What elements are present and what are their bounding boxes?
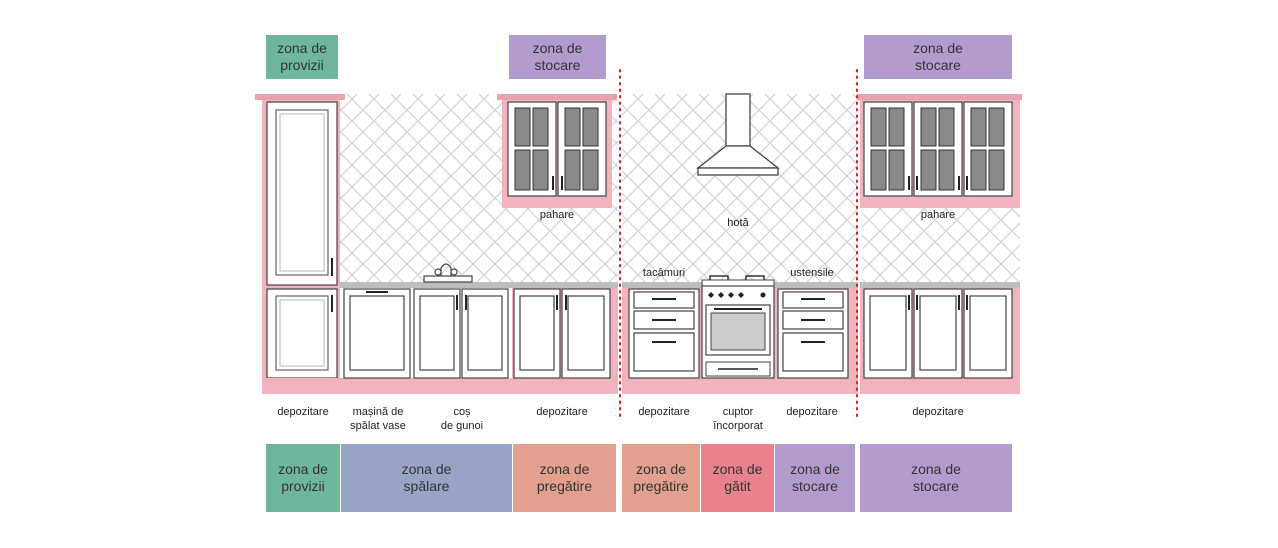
bottom-zone-storage-1-label: zona de stocare: [790, 461, 840, 494]
label-cutlery: tacâmuri: [642, 267, 686, 279]
bottom-zone-pantry: zona de provizii: [266, 444, 340, 512]
top-zone-pantry: zona de provizii: [266, 35, 338, 79]
label-storage-1: depozitare: [277, 406, 329, 418]
upper-cabinet-left: [497, 94, 617, 208]
bottom-zone-prep-2-label: zona de pregătire: [633, 461, 689, 494]
pantry-cabinet: [255, 94, 345, 394]
countertop-left: [340, 282, 618, 288]
bottom-zone-storage-1: zona de stocare: [775, 444, 855, 512]
bottom-zone-pantry-label: zona de provizii: [278, 461, 328, 494]
upper-cabinet-right: [857, 94, 1022, 208]
bottom-zone-cooking: zona de gătit: [701, 444, 774, 512]
sink: [423, 263, 473, 283]
bottom-zone-prep-2: zona de pregătire: [622, 444, 700, 512]
bottom-zone-washing-label: zona de spălare: [401, 461, 452, 494]
label-hood: hotă: [727, 217, 749, 229]
built-in-oven: [701, 275, 775, 379]
label-dishwasher: mașină de spălat vase: [350, 406, 406, 432]
top-zone-storage-left-label: zona de stocare: [532, 40, 583, 73]
cutlery-drawers: [628, 288, 700, 379]
label-storage-5: depozitare: [912, 406, 964, 418]
bottom-zone-storage-2-label: zona de stocare: [911, 461, 961, 494]
bottom-zone-washing: zona de spălare: [341, 444, 512, 512]
label-trash: coș de gunoi: [440, 406, 484, 432]
top-zone-pantry-label: zona de provizii: [277, 40, 327, 73]
top-zone-storage-right-label: zona de stocare: [913, 40, 963, 73]
label-storage-4: depozitare: [786, 406, 838, 418]
bottom-zone-prep-1-label: zona de pregătire: [536, 461, 593, 494]
base-cabinets-right: [863, 288, 1013, 379]
range-hood: [696, 93, 780, 176]
bottom-zone-prep-1: zona de pregătire: [513, 444, 616, 512]
top-zone-storage-right: zona de stocare: [864, 35, 1012, 79]
bottom-zone-storage-2: zona de stocare: [860, 444, 1012, 512]
label-storage-2: depozitare: [536, 406, 588, 418]
trash-cabinet: [413, 288, 509, 379]
label-oven: cuptor încorporat: [713, 406, 763, 432]
prep-cabinet-left: [513, 288, 611, 379]
label-utensils: ustensile: [790, 267, 834, 279]
utensil-drawers: [777, 288, 849, 379]
label-glasses-right: pahare: [920, 209, 956, 221]
label-glasses-left: pahare: [539, 209, 575, 221]
dishwasher: [343, 288, 411, 379]
bottom-zone-cooking-label: zona de gătit: [712, 461, 763, 494]
label-storage-3: depozitare: [638, 406, 690, 418]
top-zone-storage-left: zona de stocare: [509, 35, 606, 79]
